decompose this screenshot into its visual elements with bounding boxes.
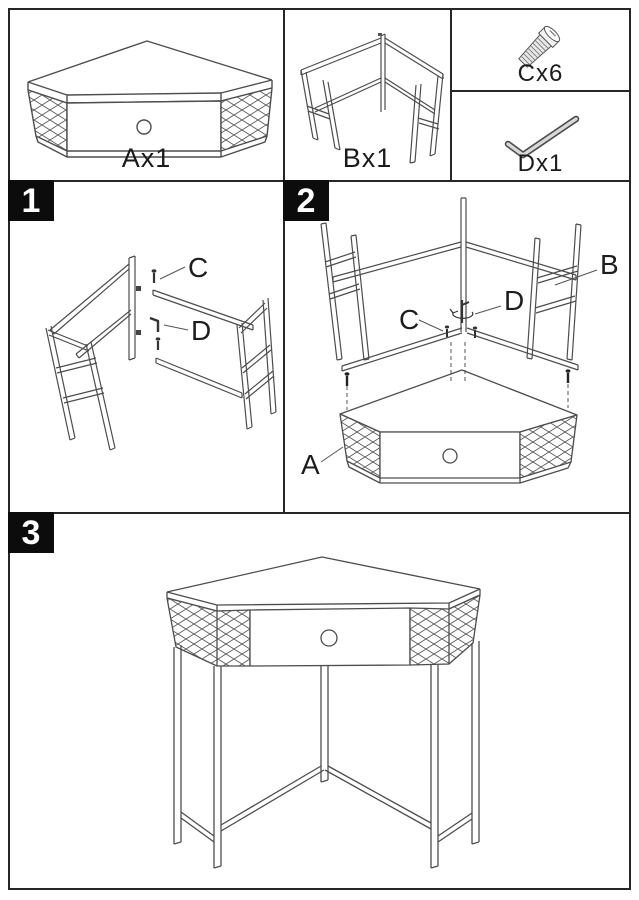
alignment-guides — [346, 342, 569, 410]
corner-screws — [444, 325, 478, 338]
screw-icon — [518, 25, 561, 68]
step-1-leader-lines — [159, 266, 189, 331]
part-b-panel: Bx1 — [283, 8, 452, 182]
step-2-badge: 2 — [283, 180, 329, 221]
assembled-desk-illustration — [166, 556, 481, 869]
hardware-d-panel: Dx1 — [450, 90, 631, 182]
step-2-callout-b-label: B — [600, 249, 619, 280]
rotation-arrow-icon — [449, 300, 474, 323]
part-b-drawing — [300, 33, 444, 164]
step-1-callout-d-label: D — [191, 315, 211, 346]
part-b-label: Bx1 — [342, 143, 393, 173]
step-2-callout-d-label: D — [504, 285, 524, 316]
frame-illustration — [300, 33, 444, 164]
desk-body-illustration — [27, 40, 273, 158]
drawer-knob — [442, 448, 458, 464]
hardware-c-panel: Cx6 — [450, 8, 631, 92]
hardware-d-label: Dx1 — [517, 150, 564, 177]
screw-c-icon — [151, 269, 157, 283]
allen-key-icon — [504, 115, 580, 159]
leg-screws — [344, 369, 571, 386]
drawer-knob — [320, 629, 338, 647]
allen-key-d-icon — [149, 316, 161, 350]
step-2-panel: 2 — [283, 180, 631, 514]
step-3-panel: 3 — [8, 512, 631, 890]
screw-illustration — [518, 25, 561, 68]
part-a-label: Ax1 — [121, 143, 172, 173]
step-1-drawing: C D — [45, 252, 277, 451]
step-2-callout-a-label: A — [301, 449, 320, 480]
step-2-desk-body — [339, 369, 578, 484]
drawer-knob — [136, 119, 152, 135]
allen-key-illustration — [504, 115, 580, 159]
step-2-leader-lines — [320, 269, 598, 463]
step-1-badge: 1 — [8, 180, 54, 221]
part-a-drawing — [27, 40, 273, 158]
step-2-callout-c-label: C — [399, 304, 419, 335]
part-a-panel: Ax1 — [8, 8, 285, 182]
step-3-badge: 3 — [8, 512, 54, 553]
step-2-inverted-frame — [320, 197, 582, 372]
step-1-panel: 1 — [8, 180, 285, 514]
step-3-drawing — [166, 556, 481, 869]
step-1-callout-c-label: C — [188, 252, 208, 283]
step-1-frame-parts — [45, 255, 277, 451]
step-2-drawing: C D B A — [301, 197, 619, 484]
hardware-c-label: Cx6 — [517, 60, 564, 87]
